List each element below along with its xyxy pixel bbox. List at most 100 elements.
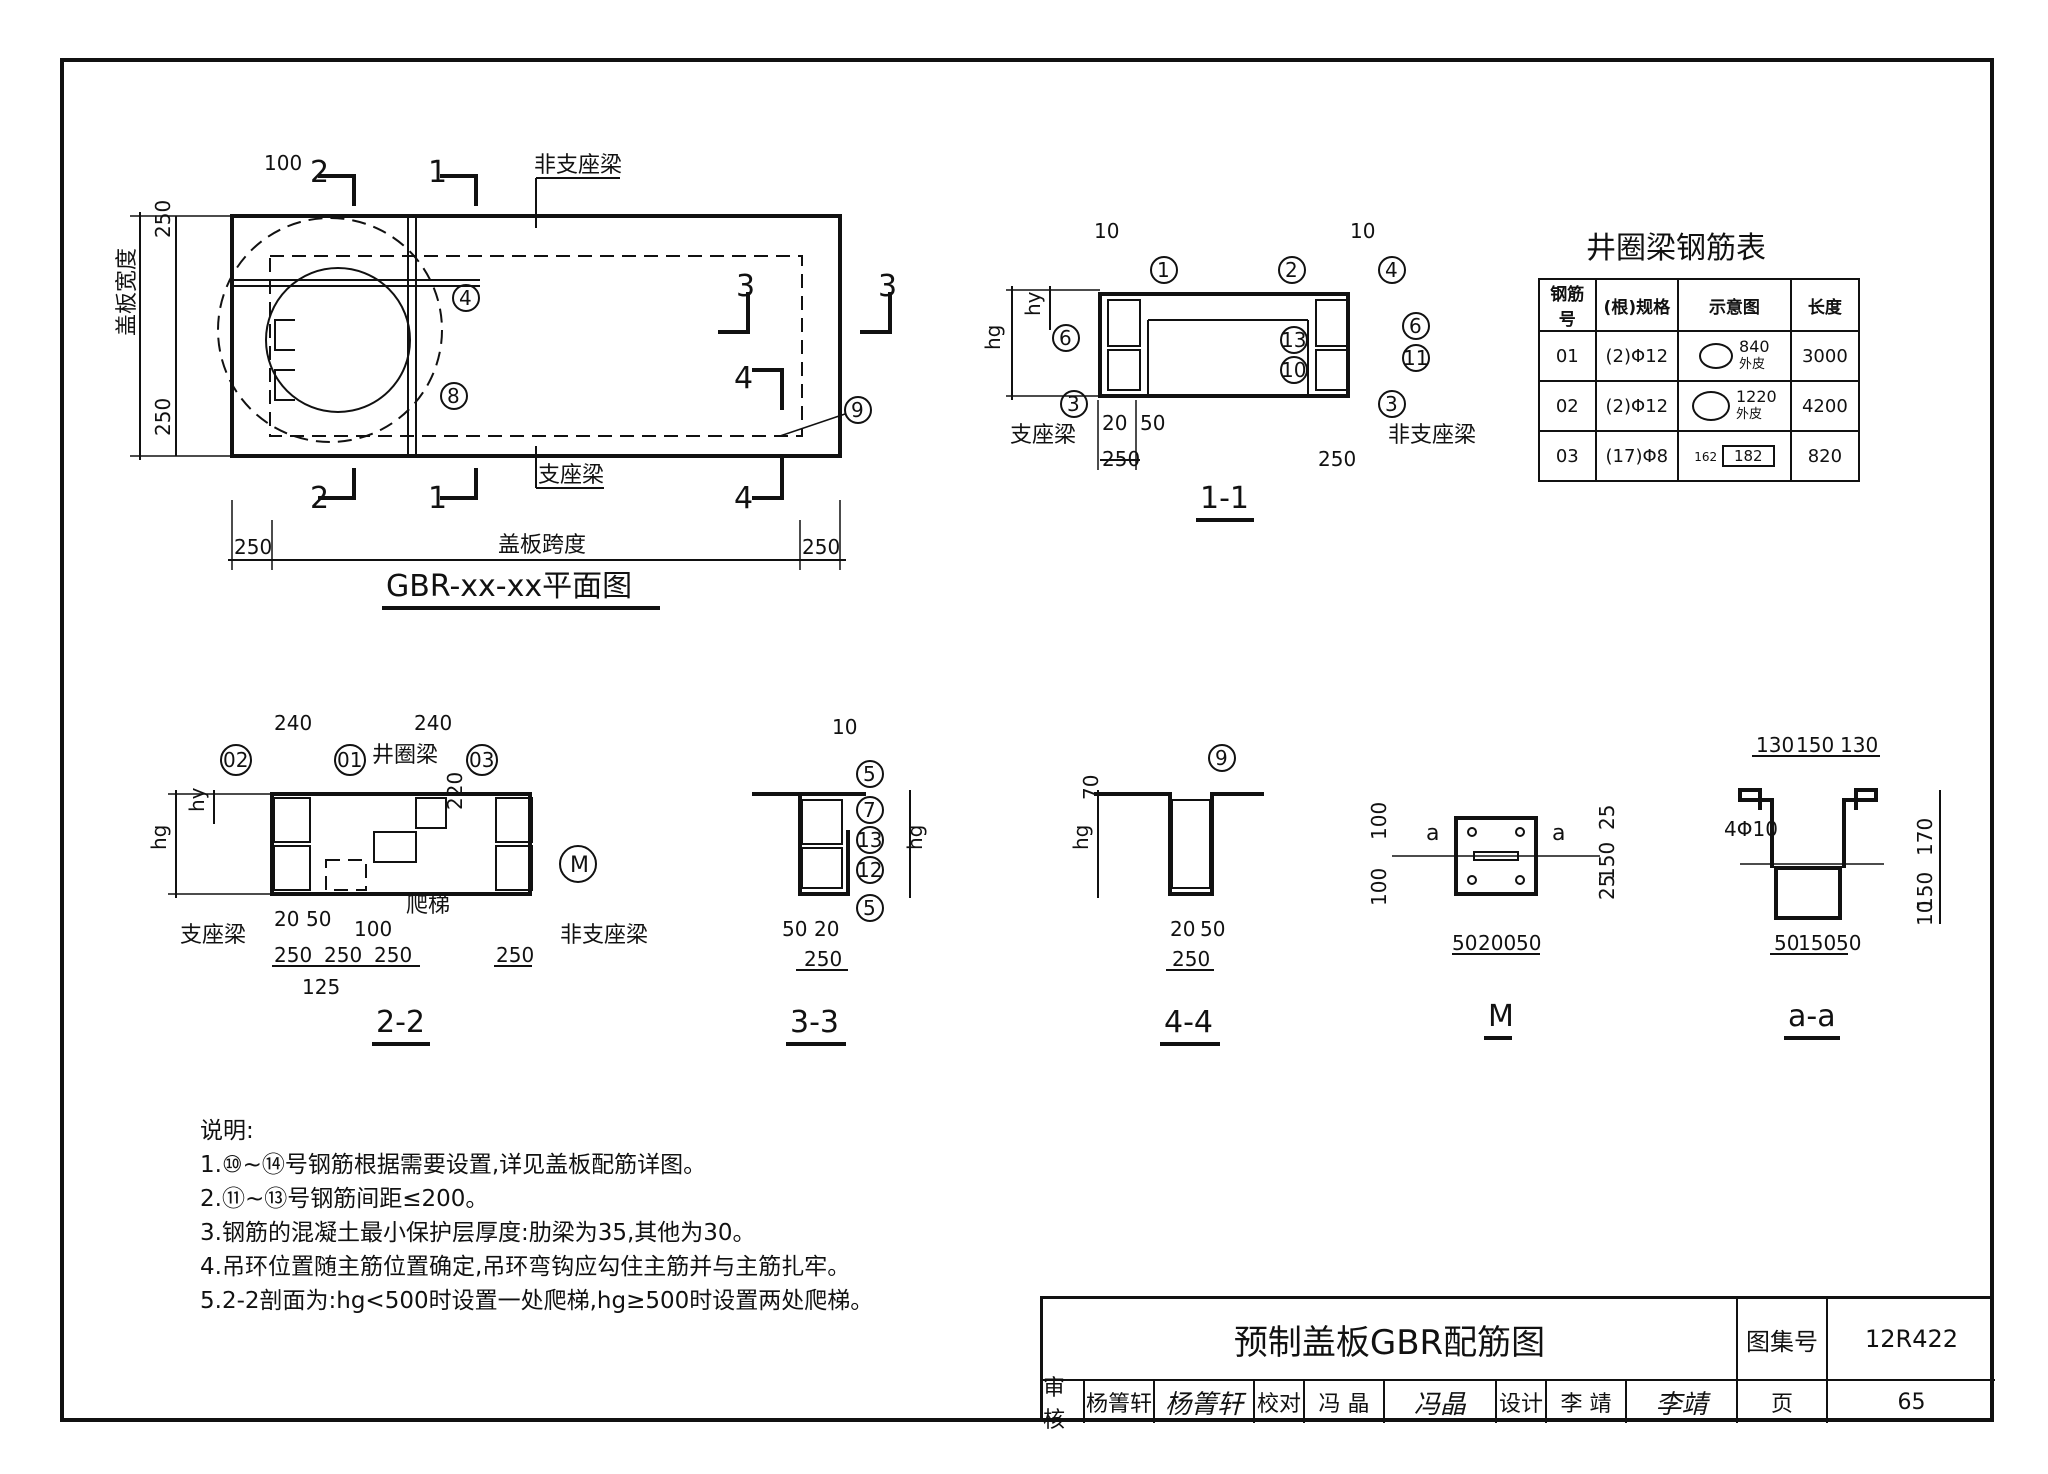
section-4-4-title: 4-4 — [1164, 1005, 1213, 1040]
dim-100: 100 — [264, 151, 302, 175]
table-cell-length: 820 — [1789, 430, 1861, 482]
ladder-box — [373, 831, 417, 863]
ring-sketch-icon — [1692, 391, 1731, 421]
table-cell-sketch: 1220 外皮 — [1677, 380, 1792, 432]
section-1-1: hg hy 10 10 20 50 250 250 支座梁 非支座梁 1 2 3… — [981, 219, 1476, 522]
plan-inner-circle — [265, 267, 411, 413]
dim-250: 250 — [496, 943, 534, 967]
callout-circle — [1280, 356, 1308, 384]
callout-02: 02 — [223, 748, 248, 772]
label-ladder: 爬梯 — [406, 893, 450, 918]
plan-view: 2 2 1 1 3 3 4 4 非支座梁 支座梁 盖板宽度 盖板跨度 250 2… — [115, 151, 897, 610]
dim-50: 50 — [782, 917, 807, 941]
callout-3: 3 — [1067, 392, 1080, 416]
plate-hole — [1467, 875, 1477, 885]
section-2-2-title: 2-2 — [376, 1005, 425, 1040]
dim-20: 20 — [1102, 411, 1127, 435]
checker: 冯 晶 — [1305, 1381, 1385, 1423]
plan-label-support: 支座梁 — [538, 463, 604, 488]
callout-circle — [1402, 312, 1430, 340]
note-item: 4.吊环位置随主筋位置确定,吊环弯钩应勾住主筋并与主筋扎牢。 — [200, 1254, 851, 1280]
callout-circle — [1378, 390, 1406, 418]
callout-circle — [856, 856, 884, 884]
dim-100: 100 — [354, 917, 392, 941]
callout-13: 13 — [1281, 328, 1306, 352]
section-mark-2 — [318, 174, 356, 206]
atlas-label: 图集号 — [1738, 1299, 1828, 1381]
dim-250: 250 — [274, 943, 312, 967]
callout-3: 3 — [1385, 392, 1398, 416]
plan-hooks — [274, 319, 295, 401]
callout-circle — [466, 744, 498, 776]
table-row: 02 (2)Φ12 1220 外皮 4200 — [1538, 380, 1861, 432]
dim-240: 240 — [274, 711, 312, 735]
table-cell-sketch: 840 外皮 — [1677, 330, 1792, 382]
callout-circle — [1278, 256, 1306, 284]
table-cell-length: 4200 — [1789, 380, 1861, 432]
callout-circle — [856, 894, 884, 922]
callout-6: 6 — [1409, 314, 1422, 338]
callout-13: 13 — [857, 828, 882, 852]
dim-150: 150 — [1796, 733, 1834, 757]
notes: 说明: 1.⑩~⑭号钢筋根据需要设置,详见盖板配筋详图。 2.⑪~⑬号钢筋间距≤… — [200, 1114, 1060, 1318]
callout-circle — [844, 396, 872, 424]
callout-03: 03 — [469, 748, 494, 772]
table-cell-sketch: 162 182 — [1677, 430, 1792, 482]
section-mark-3 — [860, 292, 892, 334]
dim-150: 150 — [1798, 931, 1836, 955]
dim-250: 250 — [1318, 447, 1356, 471]
dim-130: 130 — [1756, 733, 1794, 757]
section-3-3: hg 10 50 20 250 5 7 13 12 5 3-3 — [752, 715, 927, 1046]
dim-130: 130 — [1840, 733, 1878, 757]
dim-50: 50 — [1200, 917, 1225, 941]
beam-rebar-box — [273, 845, 311, 891]
section-2-2: hg hy 240 240 220 井圈梁 爬梯 支座梁 非支座梁 M 20 5… — [147, 711, 648, 1046]
dim-250: 250 — [151, 398, 175, 436]
detail-m-title: M — [1488, 999, 1514, 1034]
section-mark-1 — [440, 174, 478, 206]
aa-box — [1774, 866, 1842, 920]
table-cell-spec: (17)Φ8 — [1594, 430, 1680, 482]
drawing-title: 预制盖板GBR配筋图 — [1043, 1299, 1738, 1381]
plate-hole — [1467, 827, 1477, 837]
section-mark-1 — [440, 468, 478, 500]
dim-125: 125 — [302, 975, 340, 999]
callout-8: 8 — [447, 384, 460, 408]
callout-circle — [1052, 324, 1080, 352]
callout-1: 1 — [1157, 258, 1170, 282]
beam-rebar-box — [273, 797, 311, 843]
beam-rebar-box — [801, 847, 843, 889]
dim-50: 50 — [1452, 931, 1477, 955]
table-row: 01 (2)Φ12 840 外皮 3000 — [1538, 330, 1861, 382]
beam-rebar-box — [1171, 799, 1211, 889]
callout-5: 5 — [863, 762, 876, 786]
callout-circle — [334, 744, 366, 776]
table-cell-length: 3000 — [1789, 330, 1861, 382]
checker-signature: 冯晶 — [1385, 1381, 1497, 1423]
dim-170: 170 — [1913, 818, 1937, 856]
callout-11: 11 — [1403, 346, 1428, 370]
section-2-outline — [270, 792, 532, 896]
sketch-note: 外皮 — [1739, 357, 1766, 372]
callout-2: 2 — [1285, 258, 1298, 282]
callout-6: 6 — [1059, 326, 1072, 350]
label-hg: hg — [981, 325, 1005, 350]
review-label: 审核 — [1043, 1376, 1085, 1433]
dim-20: 20 — [274, 907, 299, 931]
callout-circle — [1280, 326, 1308, 354]
dim-220: 220 — [443, 772, 467, 810]
detail-m-marker — [559, 845, 597, 883]
section-mark-text: 3 — [878, 269, 897, 304]
section-3-outline — [752, 792, 866, 896]
rebar-table-title: 井圈梁钢筋表 — [1586, 231, 1766, 266]
plan-opening-circle — [217, 217, 443, 443]
dim-50: 50 — [1140, 411, 1165, 435]
page-no: 65 — [1897, 1389, 1926, 1415]
sketch-dim: 182 — [1733, 447, 1763, 465]
beam-rebar-box — [1315, 349, 1349, 391]
callout-circle — [452, 284, 480, 312]
title-block: 预制盖板GBR配筋图 图集号 12R422 审核 杨箐轩 杨箐轩 校对 冯 晶 … — [1040, 1296, 1995, 1433]
dim-250: 250 — [151, 200, 175, 238]
rebar-table: 钢筋号 (根)规格 示意图 长度 01 (2)Φ12 840 外皮 3000 0… — [1538, 278, 1861, 482]
dim-50: 50 — [1836, 931, 1861, 955]
